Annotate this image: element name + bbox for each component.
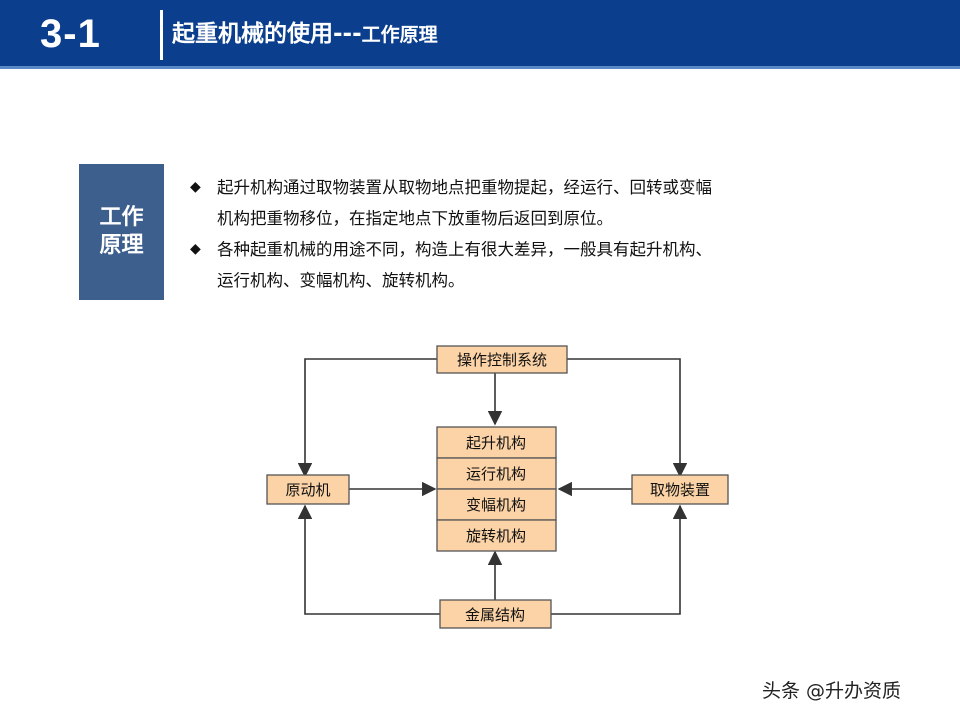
center-box-hoist [436,426,557,459]
load-handling-label: 取物装置 [650,481,710,499]
arrow-structure-to-gripper [551,504,688,615]
center-box-luffing [436,488,557,521]
section-label-line1: 工作 [99,205,144,230]
title-sub: 工作原理 [361,24,438,46]
page-title: 起重机械的使用---工作原理 [172,14,438,54]
arrow-control-to-gripper [567,358,688,478]
bullet-list: ◆ 起升机构通过取物装置从取物地点把重物提起，经运行、回转或变幅 机构把重物移位… [190,172,810,296]
section-label-box: 工作 原理 [79,164,164,300]
diamond-bullet-icon: ◆ [190,179,201,195]
diagram-connectors [297,358,688,615]
prime-mover-label: 原动机 [285,481,330,499]
metal-structure-label: 金属结构 [465,606,525,624]
center-label: 变幅机构 [466,496,526,514]
bullet-text-line: 运行机构、变幅机构、旋转机构。 [217,271,465,290]
center-label: 运行机构 [466,465,526,483]
section-label-line2: 原理 [99,233,144,258]
diagram-boxes: 操作控制系统 起升机构 运行机构 变幅机构 旋转机构 原动机 取物装置 金属结构 [266,345,729,629]
title-main: 起重机械的使用--- [172,21,362,47]
bullet-item: ◆ 起升机构通过取物装置从取物地点把重物提起，经运行、回转或变幅 机构把重物移位… [190,172,810,234]
section-number: 3-1 [40,12,101,56]
bullet-text-line: 机构把重物移位，在指定地点下放重物后返回到原位。 [217,209,613,228]
bullet-text-line: 各种起重机械的用途不同，构造上有很大差异，一般具有起升机构、 [217,240,712,259]
center-box-travel [436,457,557,490]
bullet-text: 起升机构通过取物装置从取物地点把重物提起，经运行、回转或变幅 机构把重物移位，在… [217,172,810,234]
control-system-box [436,345,568,374]
center-box-slewing [436,519,557,552]
watermark: 头条 @升办资质 [762,680,902,702]
header-underline [0,66,960,69]
prime-mover-box [266,474,350,505]
control-system-label: 操作控制系统 [457,351,547,369]
metal-structure-box [439,599,552,629]
arrow-structure-to-motor [297,504,440,615]
bullet-text: 各种起重机械的用途不同，构造上有很大差异，一般具有起升机构、 运行机构、变幅机构… [217,234,810,296]
center-label: 起升机构 [466,434,526,452]
title-divider [160,10,163,60]
diamond-bullet-icon: ◆ [190,241,201,257]
load-handling-box [631,474,729,505]
bullet-item: ◆ 各种起重机械的用途不同，构造上有很大差异，一般具有起升机构、 运行机构、变幅… [190,234,810,296]
arrow-control-to-motor [297,358,437,478]
bullet-text-line: 起升机构通过取物装置从取物地点把重物提起，经运行、回转或变幅 [217,178,712,197]
center-label: 旋转机构 [466,527,526,545]
